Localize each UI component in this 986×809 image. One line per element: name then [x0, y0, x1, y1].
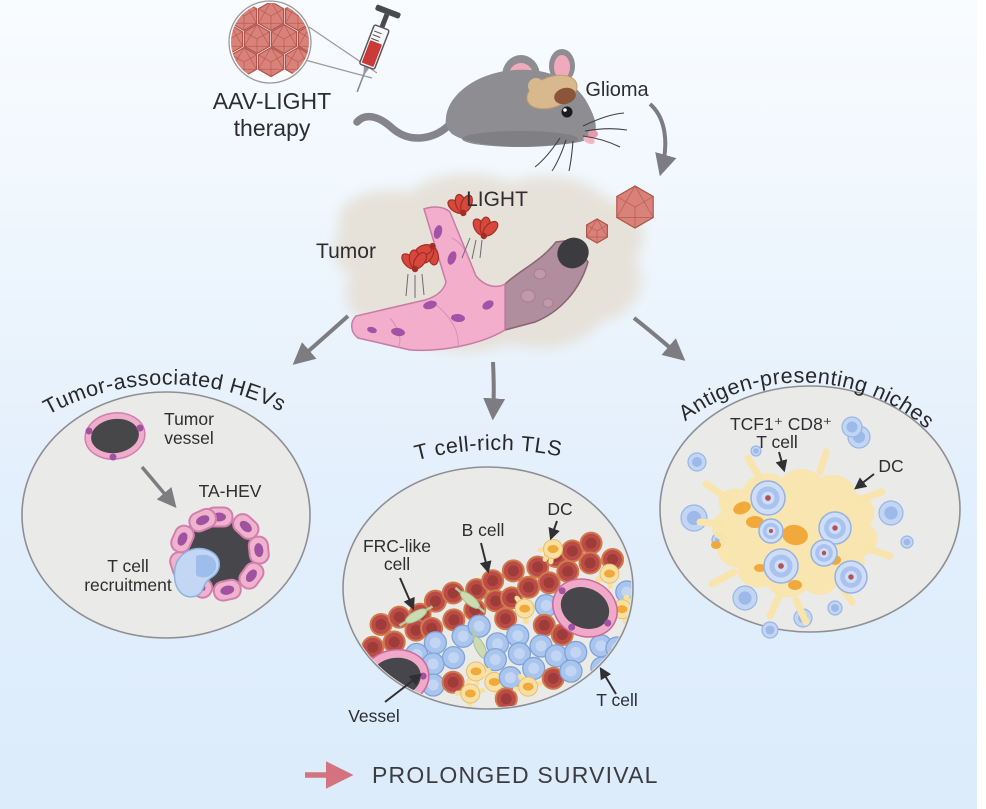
arrow-to-tls-panel [483, 361, 506, 421]
arrow-to-hev-panel [292, 314, 350, 365]
ta-hev-art [169, 506, 270, 602]
b-cell-label: B cell [462, 520, 505, 540]
vessel-nuclei [367, 225, 494, 337]
tumor-vessel-label-line2: vessel [164, 428, 214, 448]
right-margin [977, 0, 986, 809]
tumor-vessel-icon [84, 412, 146, 461]
prolonged-survival-label: PROLONGED SURVIVAL [372, 762, 659, 788]
tcf1-label-arrow [775, 451, 788, 473]
t-cell-recruitment-line1: T cell [107, 556, 149, 576]
mouse-whiskers [534, 112, 628, 172]
tls-cell-cluster [361, 531, 632, 708]
tcf1-cd8-label-line2: T cell [756, 432, 798, 452]
mouse [353, 49, 628, 172]
mouse-tail [353, 112, 456, 142]
glioma-tumor-spot [554, 87, 576, 105]
ta-hev-label: TA-HEV [199, 481, 262, 501]
tcf1-cd8-label-line1: TCF1⁺ CD8⁺ [730, 414, 832, 434]
branch-arrows [292, 314, 686, 421]
mouse-belly-shadow [462, 131, 578, 147]
mouse-eye [561, 106, 573, 118]
apn-scattered-t-cells [680, 416, 914, 639]
tumor-label: Tumor [316, 240, 376, 263]
arrow-to-apn-panel [632, 316, 686, 361]
mouse-nose [588, 130, 598, 138]
frc-like-cell-label-line1: FRC-like [363, 536, 431, 556]
vessel-opening [557, 237, 589, 269]
light-label: LIGHT [466, 188, 528, 211]
tumor-vessel-art [351, 193, 589, 352]
tls-t-cell-label: T cell [596, 690, 638, 710]
apn-dc-label: DC [878, 456, 903, 476]
frc-like-cell-label-line2: cell [384, 554, 410, 574]
glioma-to-aav-arrow [648, 102, 677, 177]
svg-text:T cell-rich TLS: T cell-rich TLS [412, 431, 564, 465]
tumor-vessel-label-line1: Tumor [164, 409, 214, 429]
apn-tcf1-cd8-cells [750, 480, 868, 594]
vessel-label: Vessel [348, 706, 400, 726]
syringe-liquid [361, 40, 382, 67]
light-molecules [401, 193, 499, 273]
apn-dc-label-arrow [854, 473, 875, 490]
tls-dc-label: DC [547, 499, 572, 519]
aav-therapy-label-line2: therapy [234, 115, 311, 141]
tls-panel-title: T cell-rich TLS [412, 431, 564, 465]
syringe [356, 4, 401, 93]
t-cell-recruitment-line2: recruitment [84, 575, 172, 595]
syringe-needle [356, 71, 366, 93]
syringe-plunger [375, 4, 401, 19]
glioma-label: Glioma [585, 79, 649, 101]
aav-therapy-label-line1: AAV-LIGHT [213, 88, 331, 114]
tls-label-arrows [384, 520, 617, 703]
vessel-pink-branch [351, 206, 506, 352]
light-stalks [405, 237, 483, 298]
aav-inset [228, 0, 378, 84]
vessel-to-hev-arrow [140, 465, 177, 508]
